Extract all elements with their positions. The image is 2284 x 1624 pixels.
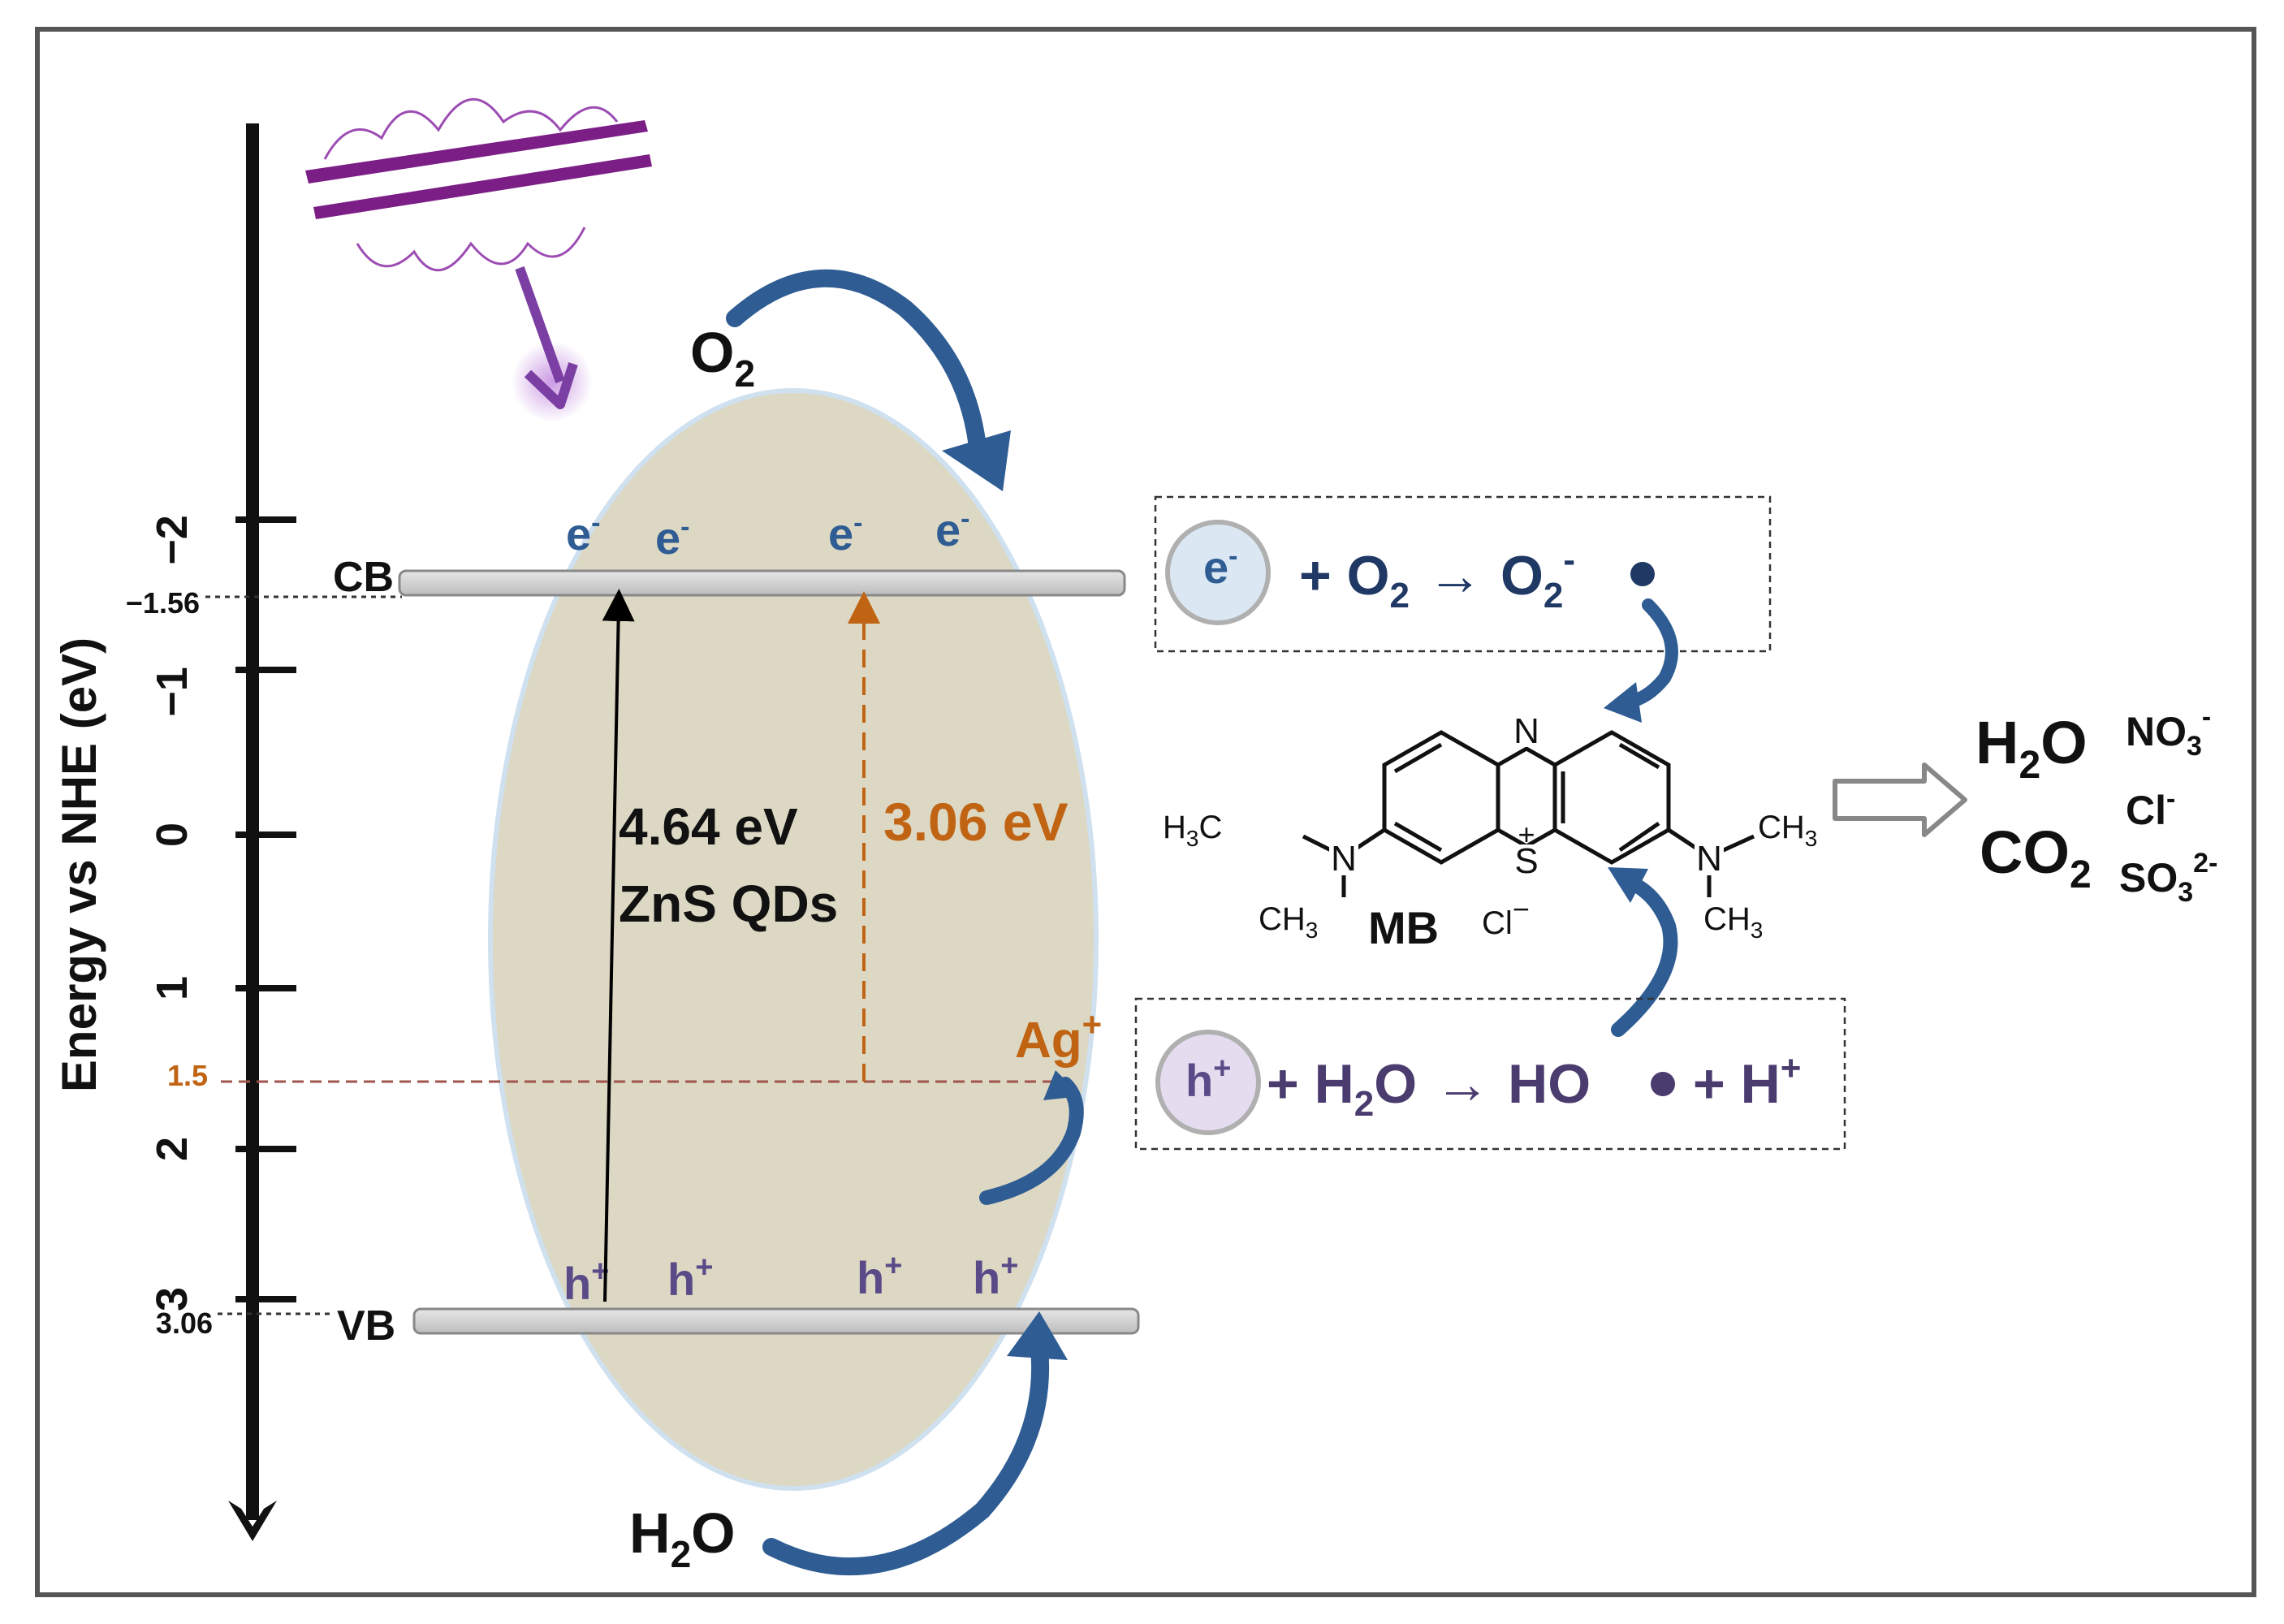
hole-4: h+: [973, 1249, 1018, 1303]
tick-label-neg2: −2: [148, 515, 196, 565]
mb-right-ch3-bottom: CH3: [1703, 901, 1763, 943]
tick-label-3: 3: [148, 1287, 196, 1311]
mb-left-ch3: CH3: [1259, 901, 1318, 943]
degradation-products: H2O CO2 NO3- Cl- SO32-: [1975, 702, 2217, 908]
zns-qds-label: ZnS QDs: [619, 875, 838, 933]
hole-circle-label: h+: [1185, 1052, 1231, 1106]
lamp-bar-top: [305, 120, 648, 184]
electron-reaction-box: e- + O2→O2-: [1154, 495, 1772, 653]
vb-label: VB: [337, 1302, 395, 1350]
light-squiggle-top: [323, 98, 619, 160]
axis-ticks: [235, 516, 296, 1302]
tick-label-0: 0: [148, 823, 196, 847]
product-h2o: H2O: [1975, 709, 2088, 787]
electron-1: e-: [566, 508, 600, 559]
lamp-bar-bottom: [313, 154, 652, 219]
mb-left-n: N: [1331, 839, 1357, 879]
hydroxyl-radical-dot: [1651, 1072, 1675, 1096]
mb-s-charge: +: [1518, 818, 1535, 851]
hole-3: h+: [857, 1249, 902, 1303]
mb-chloride: Cl−: [1482, 892, 1530, 941]
ag-value-label: 1.5: [167, 1059, 208, 1092]
cb-electrons: e- e- e- e-: [566, 503, 969, 564]
product-no3: NO3-: [2126, 702, 2211, 762]
electron-reaction-equation: + O2→O2-: [1299, 540, 1575, 615]
hole-circle: [1155, 1030, 1261, 1135]
axis-arrowhead: [228, 1501, 277, 1541]
uv-lamp-icon: [305, 98, 652, 422]
hole-1: h+: [563, 1255, 609, 1309]
electron-2: e-: [655, 512, 689, 564]
product-cl: Cl-: [2126, 784, 2175, 833]
zns-particle: [488, 388, 1099, 1491]
mb-atom-labels: N S + N N H3C CH3 CH3 CH3 MB Cl−: [1163, 711, 1817, 953]
superoxide-radical-dot: [1630, 562, 1655, 586]
tick-label-1: 1: [148, 976, 196, 1000]
product-so3: SO32-: [2119, 848, 2217, 908]
vb-value-label: 3.06: [156, 1307, 213, 1340]
hole-reaction-box: h+ + H2O→HO + H+: [1134, 997, 1846, 1151]
electron-3: e-: [828, 508, 862, 559]
o2-label: O2: [690, 321, 755, 395]
zns-excitation-arrow: [602, 589, 635, 1302]
hole-reaction-equation: + H2O→HO: [1267, 1053, 1591, 1124]
cb-value-label: −1.56: [126, 586, 200, 620]
electron-circle: [1165, 520, 1271, 625]
mb-right-n: N: [1696, 839, 1722, 879]
light-squiggle-bottom: [356, 227, 586, 272]
superoxide-to-mb-arrow-icon: [1604, 598, 1678, 723]
valence-band: [412, 1307, 1140, 1335]
mb-n-top: N: [1513, 711, 1539, 751]
hole-2: h+: [667, 1250, 713, 1305]
axis-line: [246, 123, 259, 1520]
zns-gap-energy: 4.64 eV: [619, 797, 798, 856]
conduction-band: [398, 569, 1126, 597]
electron-4: e-: [935, 503, 969, 555]
ag-ion-label: Ag+: [1015, 1005, 1102, 1069]
energy-axis: −2 −1 0 1 2 3 Energy vs NHE (eV) −1.56 3…: [52, 123, 296, 1541]
product-co2: CO2: [1980, 818, 2092, 896]
vb-holes: h+ h+ h+ h+: [563, 1249, 1018, 1309]
ag-gap-energy: 3.06 eV: [883, 792, 1069, 852]
h2o-curved-arrow-icon: [762, 1311, 1068, 1576]
mb-label: MB: [1368, 902, 1439, 953]
o2-curved-arrow-icon: [726, 269, 1011, 491]
light-beam-arrow: [515, 266, 565, 384]
electron-circle-label: e-: [1203, 541, 1237, 593]
tick-label-2: 2: [148, 1137, 196, 1161]
hollow-right-arrow-icon: [1833, 762, 1967, 837]
tick-label-neg1: −1: [148, 667, 196, 717]
hydroxyl-to-mb-arrow-icon: [1608, 867, 1678, 1037]
mb-s-atom: S: [1514, 841, 1538, 881]
h2o-label: H2O: [629, 1501, 736, 1575]
mb-h3c: H3C: [1163, 810, 1222, 851]
axis-title: Energy vs NHE (eV): [52, 637, 106, 1092]
mb-right-ch3-top: CH3: [1758, 810, 1817, 851]
cb-label: CB: [333, 554, 394, 601]
hole-reaction-proton: + H+: [1693, 1048, 1801, 1115]
ag-curved-arrow-icon: [979, 1070, 1084, 1205]
